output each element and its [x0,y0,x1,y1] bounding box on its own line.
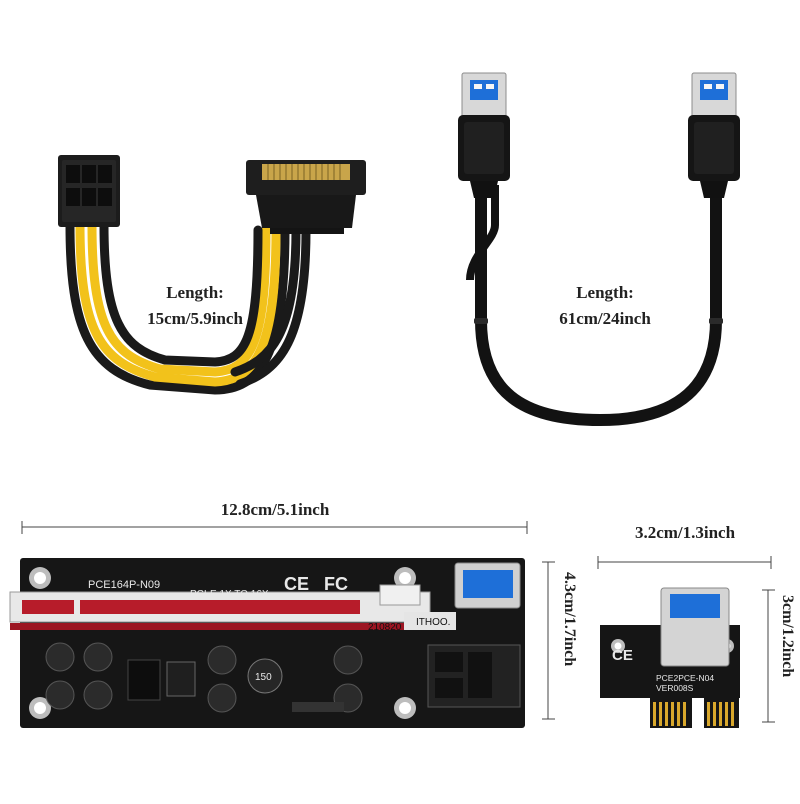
riser-ce-mark: CE [284,574,309,594]
riser-slot-text: PCI-E 1X TO 16X [190,589,269,600]
usb-plug-left [458,72,510,198]
adapter-version-text: VER008S [656,683,694,693]
riser-board: PCE164P-N09 PCI-E 1X TO 16X CE FC 210820… [9,558,525,728]
sata-cable-length-label: Length: 15cm/5.9inch [120,280,270,332]
adapter-height-label: 3cm/1.2inch [779,595,796,678]
usb-cable-length-label: Length: 61cm/24inch [530,280,680,332]
six-pin-connector [58,155,120,227]
riser-maker-text: ITHOO. [416,617,450,628]
sata-length-value: 15cm/5.9inch [147,309,243,328]
usb-length-heading: Length: [576,283,634,302]
sata-power-cable [58,155,366,395]
riser-height-label: 4.3cm/1.7inch [561,572,578,667]
adapter-card: CE PCE2PCE-N04 VER008S [600,587,740,728]
usb-plug-right [688,72,740,198]
adapter-width-label: 3.2cm/1.3inch [634,523,736,542]
sata-length-heading: Length: [166,283,224,302]
riser-code-text: 210820 [368,622,402,633]
usb-cable [458,72,740,427]
gold-fingers [650,698,739,728]
adapter-ce-mark: CE [612,647,633,664]
riser-model-text: PCE164P-N09 [88,579,160,591]
usb-length-value: 61cm/24inch [559,309,651,328]
dimension-lines [21,521,775,723]
pcie-x16-slot [9,584,431,630]
riser-fc-mark: FC [324,574,348,594]
adapter-model-text: PCE2PCE-N04 [656,673,714,683]
capacitors [45,642,363,713]
inductor-label: 150 [255,672,272,683]
sata-connector [246,160,366,234]
riser-width-label: 12.8cm/5.1inch [220,500,330,519]
